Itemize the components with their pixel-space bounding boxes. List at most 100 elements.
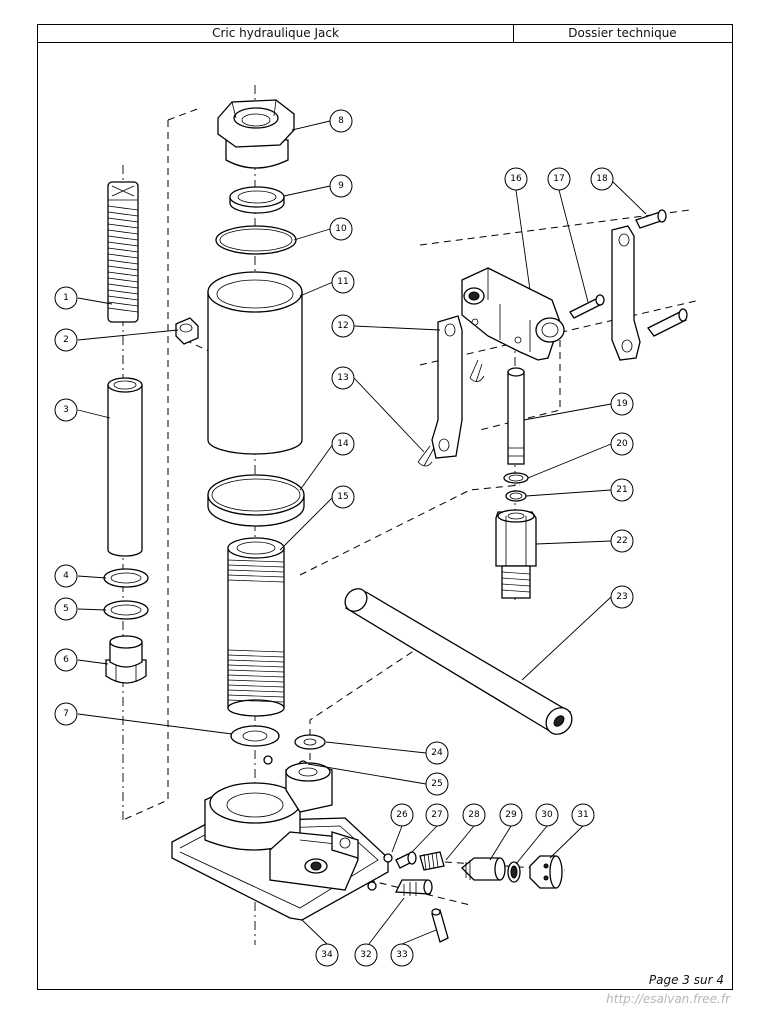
part-28-spring [419, 851, 445, 871]
part-12-link [431, 315, 463, 459]
svg-text:7: 7 [63, 709, 69, 719]
callout-32: 32 [354, 943, 378, 967]
source-url: http://esalvan.free.fr [606, 992, 730, 1006]
part-24-washer [294, 734, 326, 750]
callout-13: 13 [331, 366, 355, 390]
svg-text:15: 15 [337, 492, 348, 502]
svg-text:33: 33 [396, 950, 407, 960]
svg-text:30: 30 [541, 810, 553, 820]
part-15-piston [227, 537, 285, 717]
callout-15: 15 [331, 485, 355, 509]
callout-6: 6 [54, 648, 78, 672]
part-21-seal [505, 490, 527, 502]
svg-text:25: 25 [431, 779, 442, 789]
part-link-plate [611, 225, 641, 361]
svg-text:6: 6 [63, 655, 69, 665]
part-34-base [171, 762, 389, 921]
svg-text:1: 1 [63, 293, 69, 303]
svg-text:13: 13 [337, 373, 348, 383]
part-19-plunger [507, 367, 525, 465]
document-section: Dossier technique [568, 26, 677, 40]
part-13-clip [417, 359, 485, 467]
svg-text:27: 27 [431, 810, 442, 820]
svg-text:22: 22 [616, 536, 627, 546]
part-33-pin [431, 908, 449, 943]
callout-2: 2 [54, 328, 78, 352]
svg-text:21: 21 [616, 485, 627, 495]
part-2-plug [175, 317, 199, 345]
callout-31: 31 [571, 803, 595, 827]
drawing-sheet: Cric hydraulique Jack Dossier technique … [37, 24, 733, 990]
callout-19: 19 [610, 392, 634, 416]
callout-12: 12 [331, 314, 355, 338]
callout-10: 10 [329, 217, 353, 241]
part-4-seal [103, 568, 149, 588]
svg-text:3: 3 [63, 405, 69, 415]
part-8-hex-nut [217, 99, 295, 169]
callout-16: 16 [504, 167, 528, 191]
callout-18: 18 [590, 167, 614, 191]
part-6-cap [105, 635, 147, 684]
svg-text:5: 5 [63, 604, 69, 614]
callout-14: 14 [331, 432, 355, 456]
part-11-cylinder [207, 271, 303, 455]
svg-text:16: 16 [510, 174, 522, 184]
svg-text:26: 26 [396, 810, 408, 820]
callout-9: 9 [329, 174, 353, 198]
page-number: Page 3 sur 4 [648, 973, 724, 987]
svg-text:4: 4 [63, 571, 69, 581]
part-5-seal [103, 600, 149, 620]
svg-text:28: 28 [468, 810, 480, 820]
svg-text:11: 11 [337, 277, 348, 287]
callout-4: 4 [54, 564, 78, 588]
svg-text:24: 24 [431, 748, 443, 758]
part-16-lever-body [461, 267, 565, 361]
callout-34: 34 [315, 943, 339, 967]
part-1-screw [107, 181, 139, 323]
svg-text:8: 8 [338, 116, 344, 126]
callout-20: 20 [610, 432, 634, 456]
part-23-handle-tube [344, 588, 573, 735]
part-27-pin [395, 851, 417, 869]
callout-26: 26 [390, 803, 414, 827]
callout-3: 3 [54, 398, 78, 422]
part-14-ring [207, 474, 305, 527]
svg-text:31: 31 [577, 810, 588, 820]
callout-7: 7 [54, 702, 78, 726]
svg-text:12: 12 [337, 321, 348, 331]
svg-text:32: 32 [360, 950, 371, 960]
svg-text:23: 23 [616, 592, 627, 602]
callout-33: 33 [390, 943, 414, 967]
part-9-ring [229, 186, 285, 214]
callout-8: 8 [329, 109, 353, 133]
svg-text:14: 14 [337, 439, 349, 449]
callout-5: 5 [54, 597, 78, 621]
part-22-pump-body [495, 509, 537, 599]
part-29-screw [461, 857, 506, 881]
part-18-pin [635, 209, 688, 337]
title-block: Cric hydraulique Jack Dossier technique [38, 25, 732, 43]
callout-30: 30 [535, 803, 559, 827]
svg-text:29: 29 [505, 810, 517, 820]
part-26-ball [383, 853, 393, 863]
svg-text:10: 10 [335, 224, 347, 234]
part-7-washer [230, 725, 280, 747]
part-20-seal [503, 472, 529, 484]
svg-text:17: 17 [553, 174, 564, 184]
callout-25: 25 [425, 772, 449, 796]
part-31-cap [529, 855, 563, 889]
callout-21: 21 [610, 478, 634, 502]
svg-text:18: 18 [596, 174, 608, 184]
part-10-o-ring [215, 225, 297, 255]
leader-lines [77, 120, 647, 945]
callout-22: 22 [610, 529, 634, 553]
svg-text:2: 2 [63, 335, 69, 345]
svg-text:9: 9 [338, 181, 344, 191]
part-3-tube [107, 377, 143, 557]
callout-23: 23 [610, 585, 634, 609]
callout-27: 27 [425, 803, 449, 827]
drawing-title: Cric hydraulique Jack [38, 25, 514, 42]
callout-28: 28 [462, 803, 486, 827]
callout-11: 11 [331, 270, 355, 294]
